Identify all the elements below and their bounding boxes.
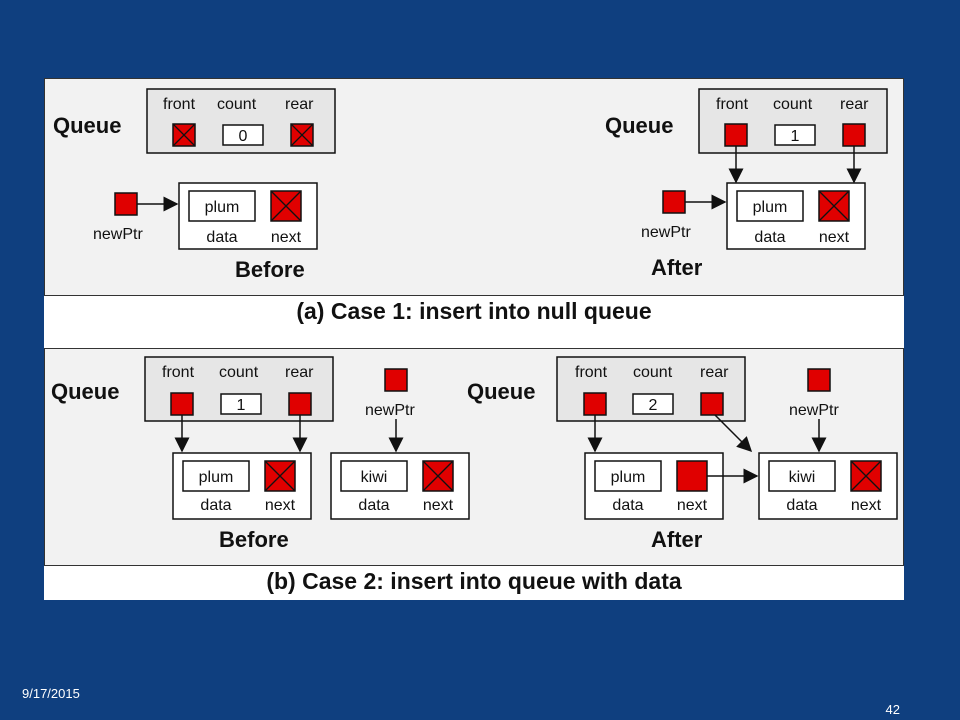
- null-pointer-front: [172, 123, 196, 147]
- null-pointer-rear: [290, 123, 314, 147]
- null-next-pointer: [422, 460, 454, 492]
- front-label: front: [575, 364, 608, 381]
- data-field: [182, 460, 250, 492]
- next-label: next: [423, 497, 454, 514]
- next-label: next: [819, 229, 850, 246]
- front-pointer: [583, 392, 607, 416]
- newptr-pointer: [807, 368, 831, 392]
- case1-caption: (a) Case 1: insert into null queue: [296, 298, 652, 324]
- data-field: [736, 190, 804, 222]
- rear-label: rear: [285, 96, 314, 113]
- newptr-label: newPtr: [93, 226, 143, 243]
- front-pointer: [724, 123, 748, 147]
- count-label: count: [219, 364, 259, 381]
- front-label: front: [162, 364, 195, 381]
- data-field: [188, 190, 256, 222]
- next-label: next: [677, 497, 708, 514]
- count-value: 0: [239, 128, 248, 145]
- queue-title: Queue: [53, 113, 121, 138]
- slide-date: 9/17/2015: [22, 686, 80, 701]
- data-label: data: [612, 497, 643, 514]
- count-label: count: [773, 96, 813, 113]
- count-label: count: [633, 364, 673, 381]
- data-field: [340, 460, 408, 492]
- count-value: 2: [649, 397, 658, 414]
- null-next-pointer: [850, 460, 882, 492]
- rear-pointer: [842, 123, 866, 147]
- newptr-label: newPtr: [789, 402, 839, 419]
- data-label: data: [200, 497, 231, 514]
- rear-label: rear: [840, 96, 869, 113]
- newptr-label: newPtr: [365, 402, 415, 419]
- case1-diagram: Queue front count rear 0 newPtr: [53, 88, 888, 282]
- node-data-value: plum: [199, 469, 234, 486]
- newptr-pointer: [384, 368, 408, 392]
- count-value: 1: [237, 397, 246, 414]
- rear-label: rear: [700, 364, 729, 381]
- before-label: Before: [235, 257, 305, 282]
- count-box: [222, 124, 264, 146]
- slide-number: 42: [885, 702, 900, 717]
- front-label: front: [716, 96, 749, 113]
- case2-panel: Queue front count rear 1 plum data next …: [44, 348, 904, 566]
- queue-title: Queue: [51, 379, 119, 404]
- case1-panel: Queue front count rear 0 newPtr: [44, 78, 904, 296]
- rear-pointer: [288, 392, 312, 416]
- next-pointer: [676, 460, 708, 492]
- queue-insert-figure: Queue front count rear 0 newPtr: [44, 78, 904, 600]
- data-label: data: [358, 497, 389, 514]
- after-label: After: [651, 527, 703, 552]
- data-field: [768, 460, 836, 492]
- null-next-pointer: [264, 460, 296, 492]
- node-data-value: plum: [753, 199, 788, 216]
- data-label: data: [786, 497, 817, 514]
- node-data-value: plum: [205, 199, 240, 216]
- count-box: [774, 124, 816, 146]
- count-box: [220, 393, 262, 415]
- next-label: next: [271, 229, 302, 246]
- count-box: [632, 393, 674, 415]
- rear-label: rear: [285, 364, 314, 381]
- rear-arrow: [714, 414, 753, 453]
- front-pointer: [170, 392, 194, 416]
- newptr-pointer: [114, 192, 138, 216]
- queue-title: Queue: [467, 379, 535, 404]
- queue-title: Queue: [605, 113, 673, 138]
- front-label: front: [163, 96, 196, 113]
- next-label: next: [265, 497, 296, 514]
- case2-diagram: Queue front count rear 1 plum data next …: [51, 356, 898, 552]
- newptr-label: newPtr: [641, 224, 691, 241]
- rear-pointer: [700, 392, 724, 416]
- null-next-pointer: [270, 190, 302, 222]
- null-next-pointer: [818, 190, 850, 222]
- before-label: Before: [219, 527, 289, 552]
- node-data-value: kiwi: [361, 469, 388, 486]
- node-data-value: plum: [611, 469, 646, 486]
- data-label: data: [754, 229, 785, 246]
- data-label: data: [206, 229, 237, 246]
- data-field: [594, 460, 662, 492]
- newptr-pointer: [662, 190, 686, 214]
- node-data-value: kiwi: [789, 469, 816, 486]
- count-label: count: [217, 96, 257, 113]
- case2-caption: (b) Case 2: insert into queue with data: [266, 568, 682, 594]
- next-label: next: [851, 497, 882, 514]
- after-label: After: [651, 255, 703, 280]
- count-value: 1: [791, 128, 800, 145]
